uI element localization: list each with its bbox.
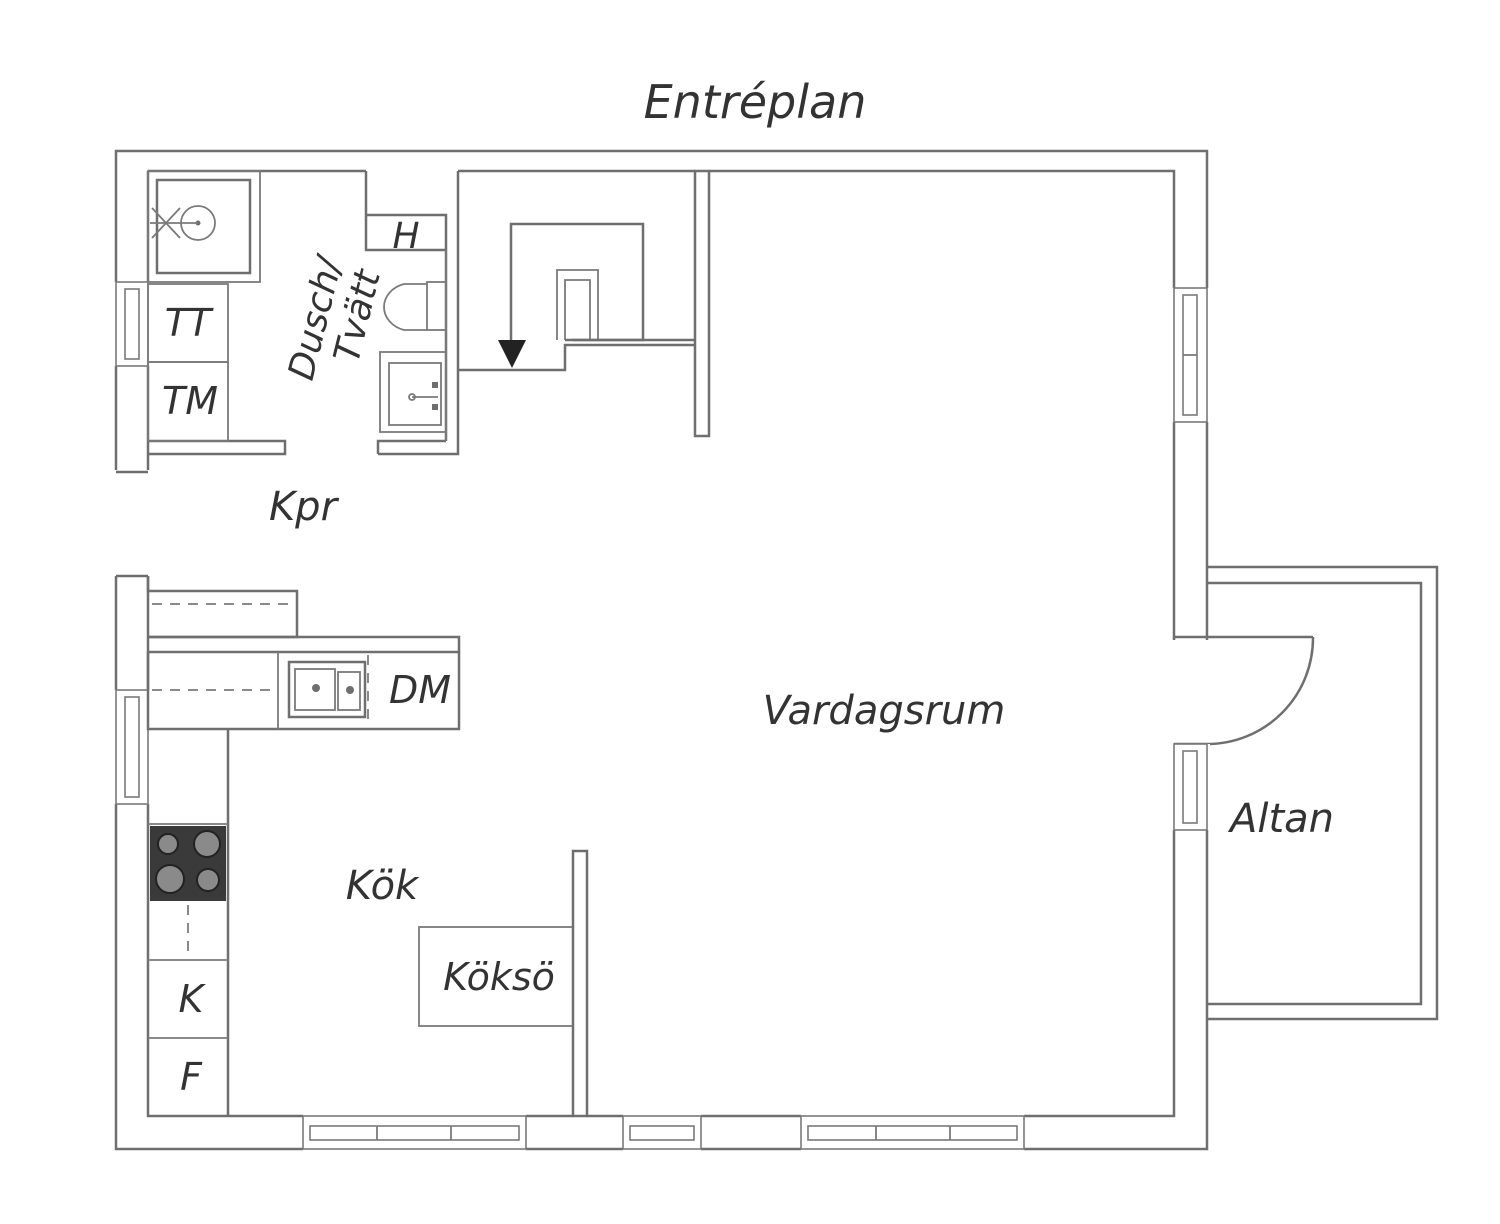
- window-left-upper: [112, 281, 152, 367]
- kitchen-label: Kök: [346, 863, 420, 909]
- kitchen-island-label: Köksö: [443, 955, 555, 999]
- window-bottom-middle: [622, 1113, 702, 1153]
- freezer-label: F: [180, 1055, 203, 1099]
- terrace: [1207, 565, 1439, 1021]
- entrance-opening: [112, 470, 152, 578]
- window-right-upper: [1170, 287, 1210, 423]
- bathroom-label: Dusch/ Tvätt: [281, 250, 389, 384]
- shelf-label: H: [392, 216, 419, 257]
- window-right-lower: [1170, 743, 1210, 831]
- kitchen-counter: [146, 635, 461, 731]
- tumble-dryer: TT: [147, 283, 229, 363]
- outer-walls: [114, 149, 1209, 1151]
- washing-machine-label: TM: [162, 379, 218, 423]
- kitchen-sink-icon: [287, 660, 367, 719]
- window-bottom-right: [800, 1113, 1025, 1153]
- kitchen-island: Köksö: [418, 926, 574, 1027]
- kitchen-shelf-counter: [146, 576, 299, 639]
- door-swing-icon: [1172, 635, 1315, 746]
- dishwasher-label: DM: [389, 668, 451, 712]
- washbasin-icon: [379, 351, 447, 433]
- washing-machine: TM: [147, 361, 229, 442]
- window-left-lower: [112, 689, 152, 805]
- tumble-dryer-label: TT: [165, 301, 214, 345]
- fridge-label: K: [179, 977, 207, 1021]
- living-room-label: Vardagsrum: [763, 688, 1006, 734]
- partition-wall-lower: [571, 849, 589, 1118]
- stair-arrow-icon: [498, 340, 526, 368]
- shower-icon: [147, 170, 261, 283]
- toilet-icon: [383, 281, 447, 331]
- kitchen-left-counter: [148, 729, 230, 1116]
- stove-icon: [150, 826, 226, 901]
- partition-wall-upper: [693, 169, 711, 438]
- plan-title: Entréplan: [644, 75, 867, 129]
- terrace-label: Altan: [1227, 796, 1334, 842]
- hallway-label: Kpr: [269, 484, 340, 530]
- window-bottom-left: [302, 1113, 527, 1153]
- staircase: [458, 222, 695, 372]
